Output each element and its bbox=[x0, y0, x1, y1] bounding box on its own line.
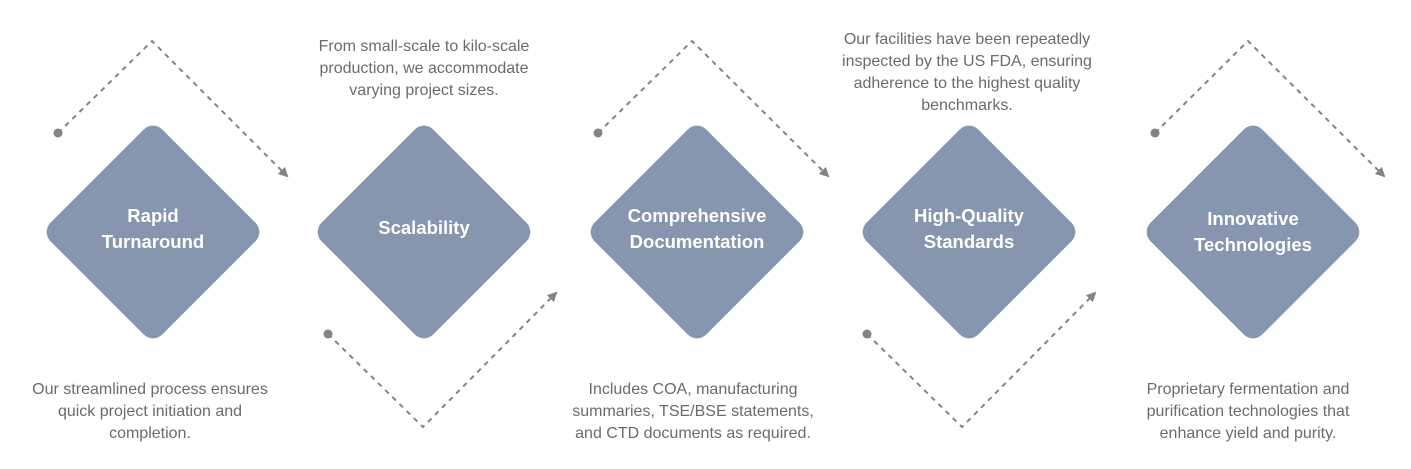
step-description-scalability: From small-scale to kilo-scale productio… bbox=[318, 38, 530, 99]
step-description-high-quality-standards: Our facilities have been repeatedly insp… bbox=[842, 31, 1092, 114]
step-description-innovative-technologies: Proprietary fermentation and purificatio… bbox=[1146, 381, 1350, 442]
connector-top-3 bbox=[1150, 39, 1386, 178]
dot-icon bbox=[323, 329, 333, 339]
step-title-high-quality-standards: High-Quality Standards bbox=[914, 205, 1024, 252]
dot-icon bbox=[53, 128, 63, 138]
step-title-comprehensive-documentation: Comprehensive Documentation bbox=[627, 205, 767, 252]
connector-top-2 bbox=[593, 39, 830, 178]
step-title-rapid-turnaround: Rapid Turnaround bbox=[101, 205, 205, 252]
dot-icon bbox=[593, 128, 603, 138]
dot-icon bbox=[1150, 128, 1160, 138]
connector-top-1 bbox=[53, 39, 289, 178]
dot-icon bbox=[862, 329, 872, 339]
step-description-comprehensive-documentation: Includes COA, manufacturing summaries, T… bbox=[572, 381, 814, 442]
step-title-innovative-technologies: Innovative Technologies bbox=[1194, 208, 1312, 255]
step-title-scalability: Scalability bbox=[378, 217, 470, 238]
connector-bottom-2 bbox=[862, 291, 1097, 429]
step-description-rapid-turnaround: Our streamlined process ensures quick pr… bbox=[32, 381, 268, 442]
connector-bottom-1 bbox=[323, 291, 558, 429]
